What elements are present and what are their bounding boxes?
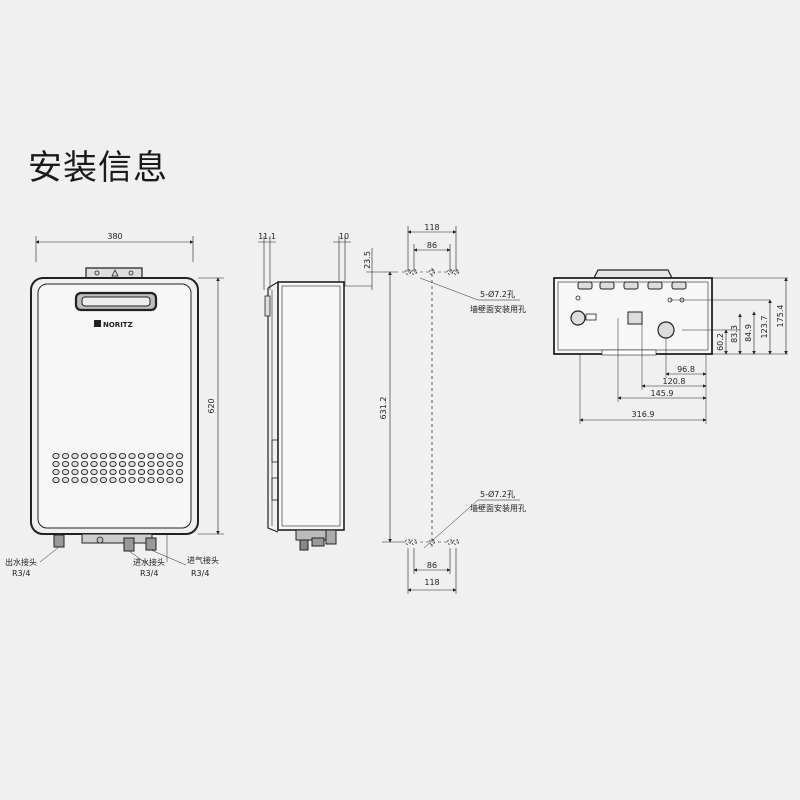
vent-hole bbox=[156, 476, 165, 484]
page-title: 安装信息 bbox=[28, 148, 168, 188]
vent-hole bbox=[99, 468, 108, 476]
bottom-v-dim: 123.7 bbox=[760, 316, 769, 339]
bottom-h-dim: 120.8 bbox=[663, 377, 686, 386]
vent-hole bbox=[147, 476, 155, 484]
front-view bbox=[30, 236, 224, 567]
vent-hole bbox=[175, 476, 184, 484]
bottom-h-dim: 316.9 bbox=[632, 410, 655, 419]
side-dim-right: 10 bbox=[339, 232, 349, 241]
mount-top-offset-dim: 23.5 bbox=[363, 251, 372, 269]
top-hole-spec: 5-Ø7.2孔 bbox=[480, 289, 515, 299]
vent-hole bbox=[99, 452, 108, 460]
vent-hole bbox=[166, 452, 174, 460]
vent-hole bbox=[156, 460, 165, 468]
vent-hole bbox=[52, 452, 60, 460]
vent-hole bbox=[80, 460, 89, 468]
vent-hole bbox=[109, 476, 117, 484]
vent-hole bbox=[166, 460, 174, 468]
side-view bbox=[258, 236, 372, 551]
vent-hole bbox=[52, 476, 60, 484]
vent-hole bbox=[52, 460, 60, 468]
bottom-view bbox=[553, 269, 788, 424]
vent-hole bbox=[137, 452, 146, 460]
mount-height-dim: 631.2 bbox=[379, 397, 388, 420]
bottom-v-dim: 60.2 bbox=[716, 333, 725, 351]
brand-text: NORITZ bbox=[103, 321, 133, 329]
vent-hole bbox=[128, 452, 136, 460]
vent-hole bbox=[118, 452, 127, 460]
vent-hole bbox=[61, 468, 70, 476]
bottom-v-dim: 83.3 bbox=[730, 325, 739, 343]
bottom-hole-spec: 5-Ø7.2孔 bbox=[480, 489, 515, 499]
vent-grille bbox=[52, 452, 184, 484]
vent-hole bbox=[80, 452, 89, 460]
vent-hole bbox=[147, 460, 155, 468]
vent-hole bbox=[80, 468, 89, 476]
vent-hole bbox=[90, 460, 98, 468]
brand-logo: NORITZ bbox=[94, 320, 133, 329]
vent-hole bbox=[61, 452, 70, 460]
vent-hole bbox=[52, 468, 60, 476]
vent-hole bbox=[61, 460, 70, 468]
vent-hole bbox=[147, 468, 155, 476]
vent-hole bbox=[90, 468, 98, 476]
vent-hole bbox=[109, 452, 117, 460]
outlet-label: 出水接头 bbox=[5, 557, 37, 567]
inlet-size: R3/4 bbox=[140, 569, 158, 578]
gas-label: 进气接头 bbox=[187, 555, 219, 565]
vent-hole bbox=[90, 452, 98, 460]
vent-hole bbox=[137, 468, 146, 476]
vent-hole bbox=[99, 476, 108, 484]
side-dim-left: 11.1 bbox=[258, 232, 276, 241]
gas-size: R3/4 bbox=[191, 569, 209, 578]
bottom-hole-note: 墙壁面安装用孔 bbox=[470, 503, 526, 513]
vent-hole bbox=[128, 468, 136, 476]
mount-top-inner-dim: 86 bbox=[427, 241, 437, 250]
bottom-h-dim: 96.8 bbox=[677, 365, 695, 374]
vent-hole bbox=[128, 476, 136, 484]
vent-hole bbox=[147, 452, 155, 460]
vent-hole bbox=[137, 460, 146, 468]
vent-hole bbox=[71, 452, 79, 460]
front-height-dim: 620 bbox=[207, 398, 216, 413]
mount-top-outer-dim: 118 bbox=[424, 223, 439, 232]
vent-hole bbox=[156, 468, 165, 476]
vent-hole bbox=[90, 476, 98, 484]
vent-hole bbox=[137, 476, 146, 484]
bottom-v-dim: 175.4 bbox=[776, 305, 785, 328]
vent-hole bbox=[109, 460, 117, 468]
top-hole-note: 墙壁面安装用孔 bbox=[470, 304, 526, 314]
vent-hole bbox=[118, 476, 127, 484]
vent-hole bbox=[71, 468, 79, 476]
vent-hole bbox=[128, 460, 136, 468]
inlet-label: 进水接头 bbox=[133, 557, 165, 567]
vent-hole bbox=[61, 476, 70, 484]
vent-hole bbox=[80, 476, 89, 484]
vent-hole bbox=[175, 468, 184, 476]
vent-hole bbox=[175, 460, 184, 468]
vent-hole bbox=[166, 476, 174, 484]
vent-hole bbox=[118, 468, 127, 476]
mount-bottom-outer-dim: 118 bbox=[424, 578, 439, 587]
front-width-dim: 380 bbox=[107, 232, 122, 241]
bottom-view-dims: 96.8 120.8 145.9 316.9 60.2 83.3 84.9 123.7 175.… bbox=[632, 305, 785, 419]
vent-hole bbox=[71, 460, 79, 468]
mount-view bbox=[366, 226, 520, 594]
vent-hole bbox=[175, 452, 184, 460]
mount-bottom-inner-dim: 86 bbox=[427, 561, 437, 570]
vent-hole bbox=[156, 452, 165, 460]
vent-hole bbox=[166, 468, 174, 476]
vent-hole bbox=[71, 476, 79, 484]
vent-hole bbox=[109, 468, 117, 476]
vent-hole bbox=[118, 460, 127, 468]
vent-hole bbox=[99, 460, 108, 468]
outlet-size: R3/4 bbox=[12, 569, 30, 578]
bottom-v-dim: 84.9 bbox=[744, 324, 753, 342]
bottom-h-dim: 145.9 bbox=[651, 389, 674, 398]
